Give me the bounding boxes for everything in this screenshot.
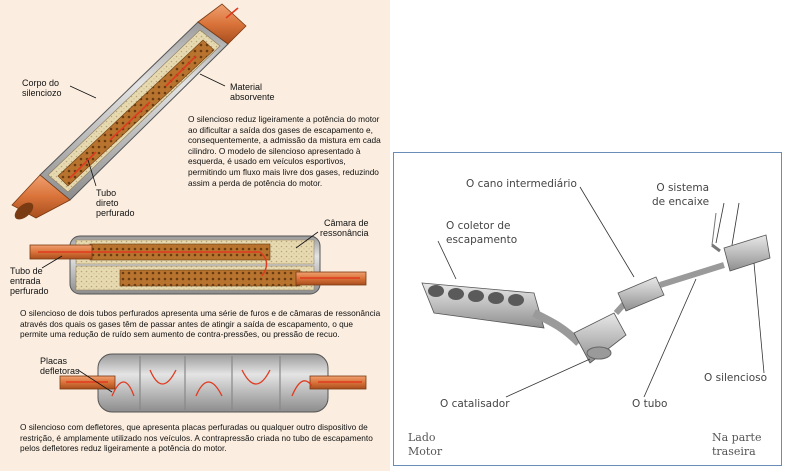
intermediate-pipe-label: O cano intermediário	[466, 178, 577, 190]
muffler-body-label: Corpo do silenciozo	[22, 78, 62, 98]
resonance-muffler-illustration	[29, 231, 367, 295]
baffle-plates-label: Placas defletoras	[40, 356, 80, 376]
baffle-muffler-illustration	[59, 353, 367, 413]
absorbent-material-label: Material absorvente	[230, 82, 275, 102]
baffle-muffler-description: O silencioso com defletores, que apresen…	[20, 422, 373, 454]
intermediate-pipe	[613, 262, 725, 316]
perforated-tube-label: Tubo direto perfurado	[96, 188, 135, 218]
engine-side-label: Lado Motor	[408, 431, 443, 458]
tube-label: O tubo	[632, 398, 668, 410]
direct-muffler-description: O silencioso reduz ligeiramente a potênc…	[188, 114, 381, 188]
fitting-system-label: O sistema de encaixe	[652, 182, 710, 208]
resonance-muffler-description: O silencioso de dois tubos perfurados ap…	[20, 308, 381, 340]
muffler-label: O silencioso	[704, 372, 768, 384]
direct-muffler-illustration	[11, 3, 247, 220]
catalyst-label: O catalisador	[440, 398, 510, 410]
inlet-tube-label: Tubo de entrada perfurado	[10, 266, 49, 296]
resonance-chamber-label: Câmara de ressonância	[320, 218, 369, 238]
rear-muffler	[711, 212, 771, 272]
exhaust-manifold-label: O coletor de escapamento	[446, 220, 518, 246]
rear-side-label: Na parte traseira	[712, 431, 762, 458]
muffler-types-panel: Corpo do silenciozo Material absorvente …	[0, 0, 390, 471]
exhaust-system-illustration	[421, 186, 771, 398]
muffler-cutaway-illustrations	[11, 3, 367, 413]
catalytic-converter	[573, 312, 627, 364]
exhaust-manifold	[421, 282, 582, 346]
exhaust-system-panel: O cano intermediário O sistema de encaix…	[393, 152, 782, 466]
